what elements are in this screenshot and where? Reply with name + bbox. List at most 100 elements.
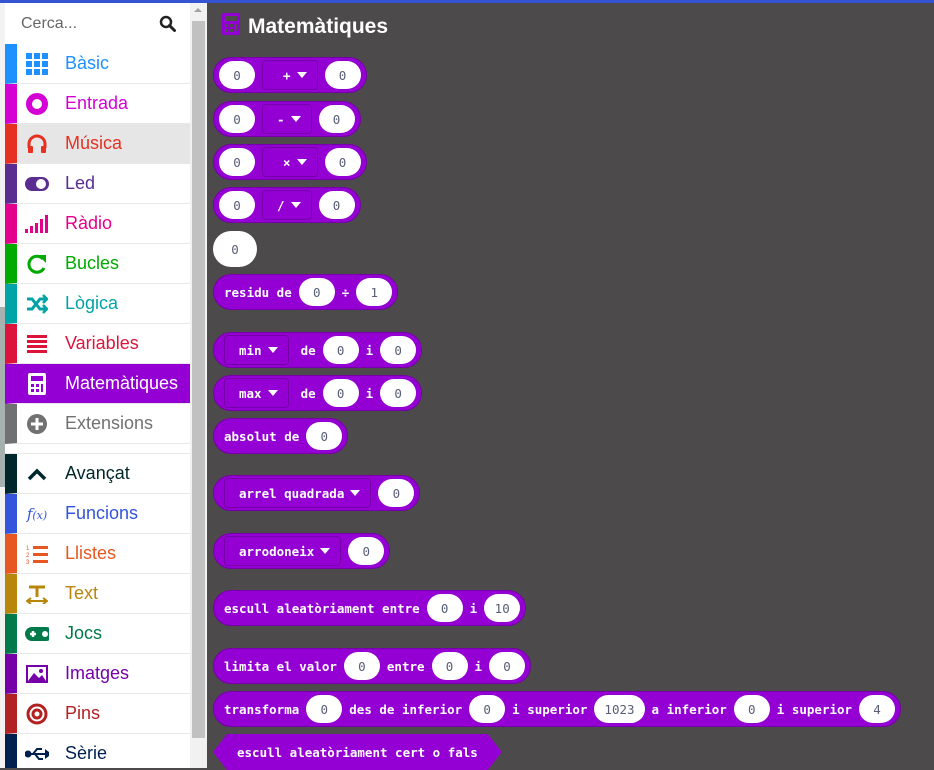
category-extensions[interactable]: Extensions: [5, 404, 190, 444]
number-input[interactable]: 0: [219, 105, 255, 133]
category-led[interactable]: Led: [5, 164, 190, 204]
operator-dropdown[interactable]: min: [224, 335, 289, 365]
search-icon[interactable]: [159, 15, 176, 37]
block-label: i superior: [776, 701, 853, 717]
dropdown-value: +: [283, 67, 291, 83]
operator-dropdown[interactable]: +: [262, 60, 318, 90]
add-block[interactable]: 0 +0: [213, 57, 367, 93]
number-input[interactable]: 0: [431, 652, 468, 680]
block-label: de: [300, 342, 316, 358]
number-input[interactable]: 0: [322, 379, 359, 407]
category-logica[interactable]: Lògica: [5, 284, 190, 324]
number-input[interactable]: 0: [318, 191, 355, 219]
toolbox-scrollbar[interactable]: [190, 3, 207, 768]
number-input[interactable]: 1023: [594, 695, 645, 723]
category-label: Llistes: [65, 543, 117, 563]
subtract-block[interactable]: 0 - 0: [213, 101, 361, 137]
block-label: i: [469, 600, 478, 616]
number-input[interactable]: 0: [380, 336, 417, 364]
number-input[interactable]: 0: [318, 105, 355, 133]
number-input[interactable]: 0: [378, 479, 415, 507]
search-box: [5, 3, 190, 44]
block-label: entre: [386, 658, 425, 674]
category-funcions[interactable]: f(x)Funcions: [5, 494, 190, 534]
number-input[interactable]: 0: [343, 652, 380, 680]
category-text[interactable]: Text: [5, 574, 190, 614]
number-input[interactable]: 0: [231, 241, 239, 257]
number-input[interactable]: 0: [306, 422, 343, 450]
number-input[interactable]: 1: [356, 278, 393, 306]
number-input[interactable]: 0: [469, 695, 506, 723]
category-imatges[interactable]: Imatges: [5, 654, 190, 694]
number-input[interactable]: 0: [733, 695, 770, 723]
number-input[interactable]: 0: [380, 379, 417, 407]
calculator-icon: [25, 372, 49, 396]
category-bucles[interactable]: Bucles: [5, 244, 190, 284]
multiply-block[interactable]: 0 × 0: [213, 144, 367, 180]
category-label: Imatges: [65, 663, 130, 683]
category-avancat[interactable]: Avançat: [5, 454, 190, 494]
category-serie[interactable]: Sèrie: [5, 734, 190, 768]
category-entrada[interactable]: Entrada: [5, 84, 190, 124]
category-variables[interactable]: Variables: [5, 324, 190, 364]
number-input[interactable]: 0: [426, 594, 463, 622]
operator-dropdown[interactable]: max: [224, 378, 289, 408]
number-input[interactable]: 10: [484, 594, 521, 622]
divide-block[interactable]: 0/0: [213, 187, 361, 223]
operator-dropdown[interactable]: -: [262, 104, 312, 134]
operator-dropdown[interactable]: arrel quadrada: [224, 478, 372, 508]
category-jocs[interactable]: Jocs: [5, 614, 190, 654]
number-input[interactable]: 0: [306, 695, 343, 723]
number-input[interactable]: 0: [489, 652, 526, 680]
block-label: i: [474, 658, 483, 674]
category-basic[interactable]: Bàsic: [5, 44, 190, 84]
shuffle-icon: [25, 292, 49, 316]
operator-dropdown[interactable]: arrodoneix: [224, 536, 342, 566]
category-musica[interactable]: Música: [5, 124, 190, 164]
number-input[interactable]: 0: [324, 148, 361, 176]
category-label: Avançat: [65, 463, 130, 483]
category-label: Bàsic: [65, 53, 110, 73]
dropdown-arrow-icon: [296, 72, 307, 78]
block-label: a inferior: [651, 701, 727, 717]
number-input[interactable]: 0: [219, 148, 255, 176]
scrollbar-thumb[interactable]: [192, 21, 205, 738]
category-pins[interactable]: Pins: [5, 694, 190, 734]
block-label: limita el valor: [224, 658, 337, 674]
search-input[interactable]: [21, 14, 151, 33]
operator-dropdown[interactable]: ×: [262, 147, 318, 177]
operator-dropdown[interactable]: /: [262, 190, 312, 220]
number-input[interactable]: 0: [219, 61, 255, 89]
dropdown-value: ×: [283, 154, 291, 170]
plus-circle-icon: [25, 412, 49, 436]
random-boolean-block[interactable]: escull aleatòriament cert o fals: [213, 734, 502, 770]
svg-text:2: 2: [26, 553, 30, 559]
category-matematiques[interactable]: Matemàtiques: [5, 364, 190, 404]
pin-target-icon: [25, 702, 49, 726]
number-input[interactable]: 4: [859, 695, 896, 723]
block-label: i: [365, 385, 374, 401]
number-input[interactable]: 0: [348, 537, 385, 565]
number-input[interactable]: 0: [322, 336, 359, 364]
dropdown-value: -: [277, 111, 285, 127]
category-label: Lògica: [65, 293, 119, 313]
scroll-up-arrow[interactable]: [194, 8, 202, 12]
number-input[interactable]: 0: [324, 61, 361, 89]
block-label: escull aleatòriament entre: [224, 600, 420, 616]
number-block[interactable]: 0: [213, 231, 257, 267]
number-input[interactable]: 0: [219, 191, 255, 219]
number-input[interactable]: 0: [298, 278, 335, 306]
category-radio[interactable]: Ràdio: [5, 204, 190, 244]
block-label: i superior: [512, 701, 588, 717]
